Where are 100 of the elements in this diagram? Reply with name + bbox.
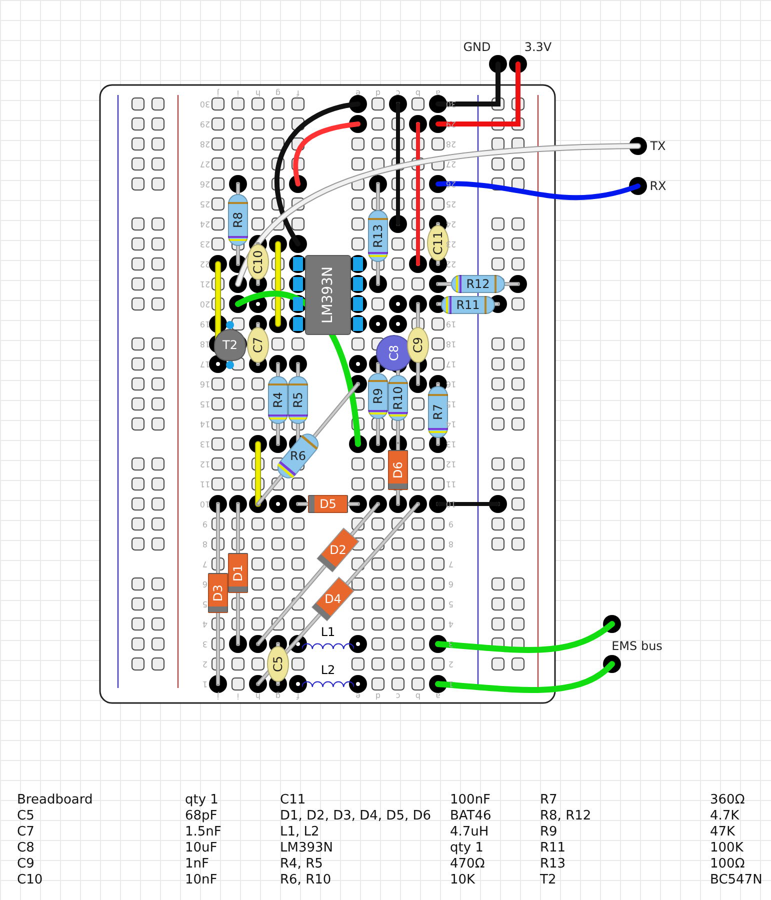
resistor-body: R11: [441, 296, 495, 314]
part-name: R6, R10: [280, 872, 332, 888]
part-label: L1: [320, 626, 336, 639]
column-letter: g: [275, 88, 281, 98]
row-number: 9: [202, 520, 208, 528]
part-value: 10nF: [185, 872, 218, 888]
column-letter: b: [415, 88, 421, 98]
row-number: 19: [200, 320, 210, 328]
column-letter: b: [415, 692, 421, 700]
row-number: 8: [202, 540, 208, 548]
column-letter: f: [296, 88, 300, 98]
row-number: 14: [446, 420, 456, 428]
diode-body: D5: [308, 495, 348, 513]
terminal-label: TX: [650, 139, 666, 153]
row-number: 12: [200, 460, 210, 468]
row-number: 16: [446, 380, 456, 388]
part-value: BAT46: [450, 808, 492, 824]
row-number: 17: [446, 360, 456, 368]
part-name: R8, R12: [540, 808, 592, 824]
terminal-label: EMS bus: [612, 639, 662, 653]
part-label: L2: [320, 664, 336, 677]
row-number: 27: [200, 160, 210, 168]
row-number: 10: [200, 500, 210, 508]
row-number: 29: [200, 120, 210, 128]
part-value: 1.5nF: [185, 824, 222, 840]
part-value: 100nF: [450, 792, 491, 808]
column-letter: e: [356, 88, 360, 98]
column-letter: i: [236, 692, 240, 700]
diode-body: D3: [208, 573, 228, 613]
part-name: R4, R5: [280, 856, 323, 872]
resistor-body: R4: [268, 376, 288, 424]
part-name: R9: [540, 824, 558, 840]
part-name: C7: [17, 824, 34, 840]
row-number: 29: [446, 120, 456, 128]
row-number: 2: [448, 660, 454, 668]
row-number: 26: [446, 180, 456, 188]
part-value: 1nF: [185, 856, 209, 872]
row-number: 14: [200, 420, 210, 428]
resistor-body: R13: [368, 210, 388, 262]
row-number: 8: [448, 540, 454, 548]
part-value: 360Ω: [710, 792, 745, 808]
row-number: 30: [200, 100, 210, 108]
resistor-body: R9: [368, 373, 388, 419]
row-number: 3: [202, 640, 208, 648]
row-number: 28: [446, 140, 456, 148]
part-value: 4.7uH: [450, 824, 489, 840]
column-letter: i: [236, 88, 240, 98]
row-number: 5: [448, 600, 454, 608]
row-number: 13: [200, 440, 210, 448]
row-number: 5: [202, 600, 208, 608]
row-number: 30: [446, 100, 456, 108]
column-letter: c: [396, 692, 400, 700]
terminal-label: RX: [650, 179, 666, 193]
row-number: 17: [200, 360, 210, 368]
part-value: 10K: [450, 872, 476, 888]
part-value: 100K: [710, 840, 744, 856]
row-number: 22: [446, 260, 456, 268]
resistor-body: R5: [288, 376, 308, 424]
diode-body: D6: [388, 450, 408, 490]
part-name: C9: [17, 856, 34, 872]
column-letter: j: [216, 692, 220, 700]
part-value: qty 1: [450, 840, 484, 856]
part-value: 10uF: [185, 840, 218, 856]
resistor-body: R8: [228, 194, 248, 246]
column-letter: a: [436, 88, 440, 98]
row-number: 7: [202, 560, 208, 568]
part-value: 68pF: [185, 808, 218, 824]
part-value: BC547N: [710, 872, 762, 888]
row-number: 11: [446, 480, 456, 488]
part-value: 100Ω: [710, 856, 745, 872]
row-number: 19: [446, 320, 456, 328]
row-number: 6: [448, 580, 454, 588]
row-number: 4: [448, 620, 454, 628]
part-name: R7: [540, 792, 558, 808]
terminal-label: GND: [463, 40, 491, 54]
resistor-body: R12: [451, 275, 505, 293]
column-letter: h: [255, 692, 261, 700]
part-name: C8: [17, 840, 34, 856]
row-number: 3: [448, 640, 454, 648]
row-number: 21: [200, 280, 210, 288]
row-number: 25: [200, 200, 210, 208]
row-number: 20: [200, 300, 210, 308]
resistor-body: R7: [428, 386, 448, 438]
part-name: L1, L2: [280, 824, 320, 840]
row-number: 15: [446, 400, 456, 408]
column-letter: g: [275, 692, 281, 700]
row-number: 18: [446, 340, 456, 348]
row-number: 6: [202, 580, 208, 588]
row-number: 22: [200, 260, 210, 268]
row-number: 4: [202, 620, 208, 628]
row-number: 10: [446, 500, 456, 508]
row-number: 13: [446, 440, 456, 448]
part-value: 470Ω: [450, 856, 485, 872]
row-number: 1: [448, 680, 454, 688]
part-name: D1, D2, D3, D4, D5, D6: [280, 808, 432, 824]
column-letter: h: [255, 88, 261, 98]
column-letter: e: [356, 692, 360, 700]
terminal-label: 3.3V: [524, 40, 552, 54]
part-name: LM393N: [280, 840, 333, 856]
column-letter: f: [296, 692, 300, 700]
